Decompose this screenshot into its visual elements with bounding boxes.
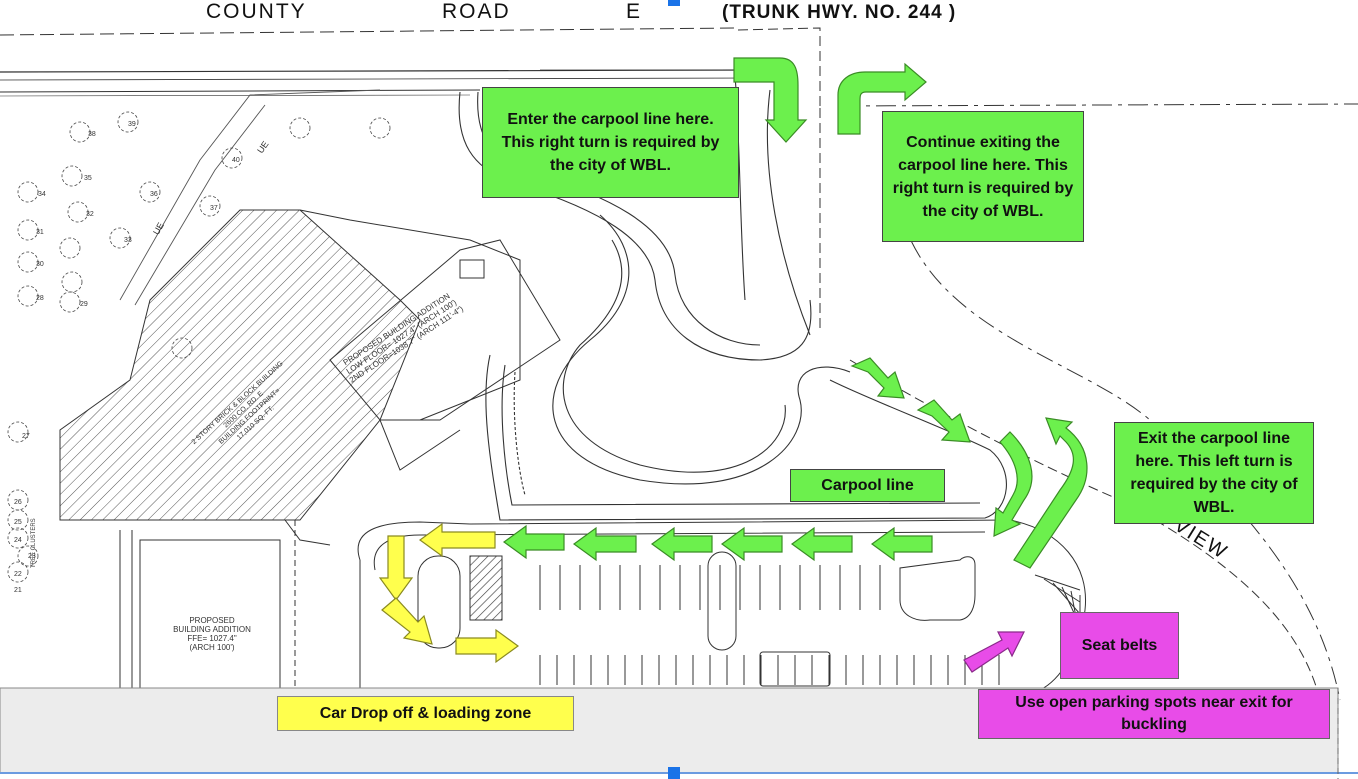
magenta-seatbelt-arrow	[963, 631, 1025, 673]
callout-continue-exiting: Continue exiting the carpool line here. …	[882, 111, 1084, 242]
tree-number: 31	[36, 229, 44, 236]
callout-open-parking: Use open parking spots near exit for buc…	[978, 689, 1330, 739]
tree-number: 21	[14, 587, 22, 594]
tree-number: 37	[210, 205, 218, 212]
tree-number: 40	[232, 157, 240, 164]
callout-seat-belts: Seat belts	[1060, 612, 1179, 679]
tree-symbol	[289, 117, 311, 139]
tree-symbol	[17, 181, 39, 203]
tree-symbol	[17, 545, 39, 567]
tree-number: 29	[80, 301, 88, 308]
arrow-lane-1	[870, 526, 933, 562]
tree-symbol	[7, 509, 29, 531]
parking-lot	[357, 519, 1087, 691]
tree-number: 36	[150, 191, 158, 198]
arrow-exit-left-turn	[1013, 417, 1088, 569]
tree-symbol	[17, 219, 39, 241]
tree-number: 24	[14, 537, 22, 544]
selection-handle-bottom[interactable]	[668, 767, 680, 779]
tree-symbol	[199, 195, 221, 217]
arrow-enter-right-turn	[733, 57, 808, 143]
tree-symbol	[67, 201, 89, 223]
arrow-lane-2	[790, 526, 853, 562]
tree-symbol	[139, 181, 161, 203]
tree-number: 35	[84, 175, 92, 182]
tree-number: 27	[22, 433, 30, 440]
tree-number: 34	[38, 191, 46, 198]
tree-symbol	[17, 285, 39, 307]
tree-symbol	[59, 291, 81, 313]
tree-symbol	[7, 561, 29, 583]
tree-number: 30	[36, 261, 44, 268]
arrow-loop-3	[993, 431, 1033, 537]
yellow-dropoff-arrows	[378, 522, 520, 664]
tree-number: 38	[88, 131, 96, 138]
green-direction-arrows	[502, 57, 1088, 569]
tree-number: 23	[28, 553, 36, 560]
parking-stall-line	[1043, 578, 1081, 603]
tree-number: 39	[128, 121, 136, 128]
yellow-arrow-right	[455, 628, 520, 664]
proposed-addition	[329, 239, 561, 471]
tree-symbol	[171, 337, 193, 359]
tree-symbol	[59, 237, 81, 259]
arrow-continue-exit	[837, 62, 927, 135]
arrow-lane-3	[720, 526, 783, 562]
arrow-lane-6	[502, 524, 565, 560]
tree-number: 26	[14, 499, 22, 506]
tree-number: 28	[36, 295, 44, 302]
tree-symbol	[61, 271, 83, 293]
callout-enter-carpool: Enter the carpool line here. This right …	[482, 87, 739, 198]
carpool-loop	[485, 214, 1007, 521]
parking-stall-line	[1052, 582, 1081, 615]
tree-symbol	[109, 227, 131, 249]
arrow-loop-1	[850, 357, 905, 399]
arrow-lane-4	[650, 526, 713, 562]
existing-building	[59, 209, 521, 521]
tree-number: 22	[14, 571, 22, 578]
tree-symbol	[221, 147, 243, 169]
utility-line	[119, 89, 381, 306]
road-name-road: ROAD	[442, 0, 511, 23]
callout-carpool-line: Carpool line	[790, 469, 945, 502]
county-road	[0, 27, 1358, 107]
arrow-lane-5	[572, 526, 637, 562]
tree-symbol	[369, 117, 391, 139]
tree-symbol	[61, 165, 83, 187]
road-name-letter: E	[626, 0, 643, 23]
label-proposed-addition-lower: PROPOSED BUILDING ADDITION FFE= 1027.4" …	[173, 616, 251, 652]
tree-symbol	[69, 121, 91, 143]
road-name-county: COUNTY	[206, 0, 307, 23]
parking-stalls	[539, 565, 1081, 685]
callout-exit-left-turn: Exit the carpool line here. This left tu…	[1114, 422, 1314, 524]
tree-symbol	[117, 111, 139, 133]
tree-symbol	[7, 421, 29, 443]
road-name-highway: (TRUNK HWY. NO. 244 )	[722, 2, 957, 23]
tree-symbols	[7, 111, 391, 583]
tree-symbol	[17, 251, 39, 273]
tree-number: 25	[14, 519, 22, 526]
yellow-arrow-left	[418, 522, 496, 558]
selection-handle-top[interactable]	[668, 0, 680, 6]
arrow-loop-2	[916, 399, 971, 443]
tree-symbol	[7, 527, 29, 549]
tree-number: 32	[86, 211, 94, 218]
callout-drop-off-zone: Car Drop off & loading zone	[277, 696, 574, 731]
parking-stall-line	[1034, 574, 1081, 591]
tree-number: 33	[124, 237, 132, 244]
yellow-arrow-down	[378, 535, 414, 602]
lower-addition	[119, 519, 331, 691]
yellow-arrow-diagonal	[381, 597, 433, 645]
